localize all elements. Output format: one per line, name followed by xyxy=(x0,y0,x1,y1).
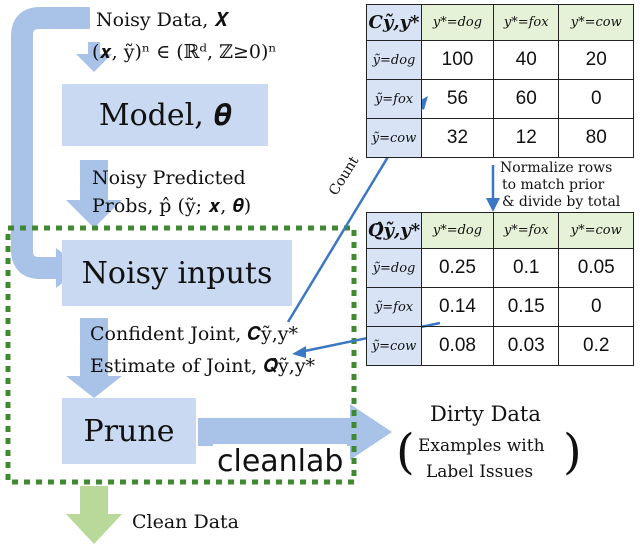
dirty-sub1: Examples with xyxy=(418,436,545,456)
matrix-q-corner: 𝑸̂ỹ,y* xyxy=(366,212,422,249)
noisy-inputs-label: Noisy inputs xyxy=(81,255,273,291)
matrix-q-col-header: y*=fox xyxy=(492,212,560,249)
matrix-q-cell: 0.25 xyxy=(421,248,494,288)
prune-box: Prune xyxy=(62,398,196,464)
matrix-c-cell: 0 xyxy=(558,79,634,119)
normalize-line2: to match prior xyxy=(502,177,605,193)
matrix-c-corner: 𝑪ỹ,y* xyxy=(366,4,422,41)
matrix-c-cell: 20 xyxy=(558,40,634,80)
cleanlab-label: cleanlab xyxy=(213,444,348,479)
cleanlab-frame xyxy=(5,225,357,485)
matrix-q-cell: 0.08 xyxy=(421,326,494,366)
normalize-text: Normalize rows to match prior & divide b… xyxy=(500,160,621,211)
noisy-data-label: Noisy Data, 𝑿 xyxy=(96,9,229,31)
dirty-left-paren: ( xyxy=(396,424,415,480)
confident-joint-matrix: 𝑪ỹ,y* y*=dog y*=fox y*=cow ỹ=dog 100 40 … xyxy=(366,4,634,158)
matrix-q-cell: 0.03 xyxy=(492,326,560,366)
matrix-c-cell: 40 xyxy=(492,40,560,80)
matrix-c-row-header: ỹ=dog xyxy=(366,40,422,80)
matrix-q-cell: 0 xyxy=(558,287,634,327)
matrix-q-col-header: y*=dog xyxy=(421,212,494,249)
dirty-data-label: Dirty Data xyxy=(430,402,541,426)
matrix-q-cell: 0.1 xyxy=(492,248,560,288)
matrix-c-cell: 32 xyxy=(421,118,494,158)
noisy-predicted-line2: Probs, p̂ (ỹ; 𝒙, 𝜽) xyxy=(92,195,252,217)
noisy-inputs-box: Noisy inputs xyxy=(62,240,292,306)
noisy-data-formula: (𝒙, ỹ)ⁿ ∈ (ℝᵈ, ℤ≥0)ⁿ xyxy=(92,41,277,63)
down-arrow-data xyxy=(76,42,112,72)
matrix-q-cell: 0.2 xyxy=(558,326,634,366)
normalize-line1: Normalize rows xyxy=(500,160,613,176)
estimate-joint-label: Estimate of Joint, 𝑸̂ỹ,y* xyxy=(90,355,316,377)
dirty-data-arrow xyxy=(350,404,392,460)
matrix-q-row-header: ỹ=fox xyxy=(366,287,422,327)
model-label: Model, 𝜽 xyxy=(98,97,232,133)
matrix-q-col-header: y*=cow xyxy=(558,212,634,249)
matrix-c-col-header: y*=fox xyxy=(492,4,560,41)
matrix-c-cell: 12 xyxy=(492,118,560,158)
matrix-c-row-header: ỹ=fox xyxy=(366,79,422,119)
down-arrow-model xyxy=(66,200,122,228)
dirty-sub2: Label Issues xyxy=(426,462,534,482)
matrix-q-row-header: ỹ=dog xyxy=(366,248,422,288)
matrix-q-cell: 0.14 xyxy=(421,287,494,327)
loop-arrow xyxy=(11,6,90,279)
confident-joint-label: Confident Joint, 𝑪ỹ,y* xyxy=(90,323,298,345)
down-arrow-inputs xyxy=(66,376,122,398)
normalize-line3: & divide by total xyxy=(502,194,621,210)
matrix-c-col-header: y*=dog xyxy=(421,4,494,41)
prune-label: Prune xyxy=(83,413,175,449)
matrix-c-cell: 56 xyxy=(421,79,494,119)
clean-data-label: Clean Data xyxy=(132,511,239,533)
matrix-c-col-header: y*=cow xyxy=(558,4,634,41)
matrix-q-cell: 0.15 xyxy=(492,287,560,327)
noisy-predicted-line1: Noisy Predicted xyxy=(92,167,246,189)
matrix-c-cell: 80 xyxy=(558,118,634,158)
model-box: Model, 𝜽 xyxy=(62,84,268,146)
matrix-c-cell: 60 xyxy=(492,79,560,119)
matrix-q-cell: 0.05 xyxy=(558,248,634,288)
dirty-right-paren: ) xyxy=(563,424,582,480)
estimate-joint-matrix: 𝑸̂ỹ,y* y*=dog y*=fox y*=cow ỹ=dog 0.25 0… xyxy=(366,212,634,366)
clean-data-arrow xyxy=(66,514,122,544)
matrix-c-row-header: ỹ=cow xyxy=(366,118,422,158)
matrix-q-row-header: ỹ=cow xyxy=(366,326,422,366)
matrix-c-cell: 100 xyxy=(421,40,494,80)
